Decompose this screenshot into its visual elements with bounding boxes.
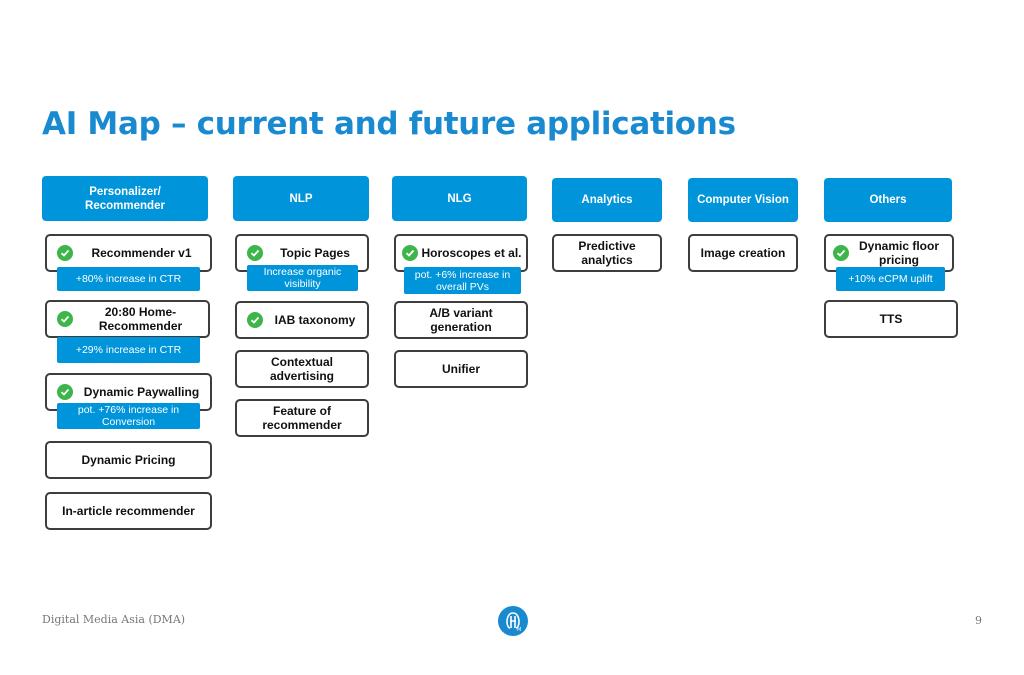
item-image-creation: Image creation	[688, 234, 798, 272]
check-icon	[402, 245, 418, 261]
check-icon	[247, 245, 263, 261]
item-label: Horoscopes et al.	[421, 246, 522, 260]
check-icon	[57, 245, 73, 261]
column-header-nlp: NLP	[233, 176, 369, 221]
svg-text:M: M	[517, 627, 521, 632]
check-icon	[57, 384, 73, 400]
column-header-others: Others	[824, 178, 952, 222]
item-horoscopes: Horoscopes et al.	[394, 234, 528, 272]
item-label: Recommender v1	[91, 246, 192, 260]
footer-company: Digital Media Asia (DMA)	[42, 613, 186, 626]
impact-note: Increase organic visibility	[247, 265, 358, 291]
impact-note: +80% increase in CTR	[57, 267, 200, 291]
check-icon	[247, 312, 263, 328]
item-dynamic-floor-pricing: Dynamic floor pricing	[824, 234, 954, 272]
impact-note: pot. +76% increase in Conversion	[57, 403, 200, 429]
item-predictive-analytics: Predictive analytics	[552, 234, 662, 272]
item-feature-of-recommender: Feature of recommender	[235, 399, 369, 437]
impact-note: +29% increase in CTR	[57, 337, 200, 363]
item-label: Dynamic floor pricing	[858, 239, 939, 267]
item-in-article-recommender: In-article recommender	[45, 492, 212, 530]
item-dynamic-pricing: Dynamic Pricing	[45, 441, 212, 479]
item-ab-variant-generation: A/B variant generation	[394, 301, 528, 339]
column-header-computer-vision: Computer Vision	[688, 178, 798, 222]
company-logo-icon: M	[498, 606, 528, 636]
item-label: Topic Pages	[280, 246, 350, 260]
page-title: AI Map – current and future applications	[42, 106, 736, 142]
item-label: Dynamic Paywalling	[83, 385, 200, 399]
item-contextual-advertising: Contextual advertising	[235, 350, 369, 388]
check-icon	[833, 245, 849, 261]
item-iab-taxonomy: IAB taxonomy	[235, 301, 369, 339]
item-label: 20:80 Home-Recommender	[98, 305, 183, 333]
item-unifier: Unifier	[394, 350, 528, 388]
column-header-personalizer: Personalizer/ Recommender	[42, 176, 208, 221]
item-20-80-home-recommender: 20:80 Home-Recommender	[45, 300, 210, 338]
item-label: IAB taxonomy	[274, 313, 356, 327]
page-number: 9	[975, 614, 982, 627]
impact-note: pot. +6% increase in overall PVs	[404, 267, 521, 294]
column-header-nlg: NLG	[392, 176, 527, 221]
item-tts: TTS	[824, 300, 958, 338]
item-recommender-v1: Recommender v1	[45, 234, 212, 272]
column-header-analytics: Analytics	[552, 178, 662, 222]
check-icon	[57, 311, 73, 327]
impact-note: +10% eCPM uplift	[836, 267, 945, 291]
